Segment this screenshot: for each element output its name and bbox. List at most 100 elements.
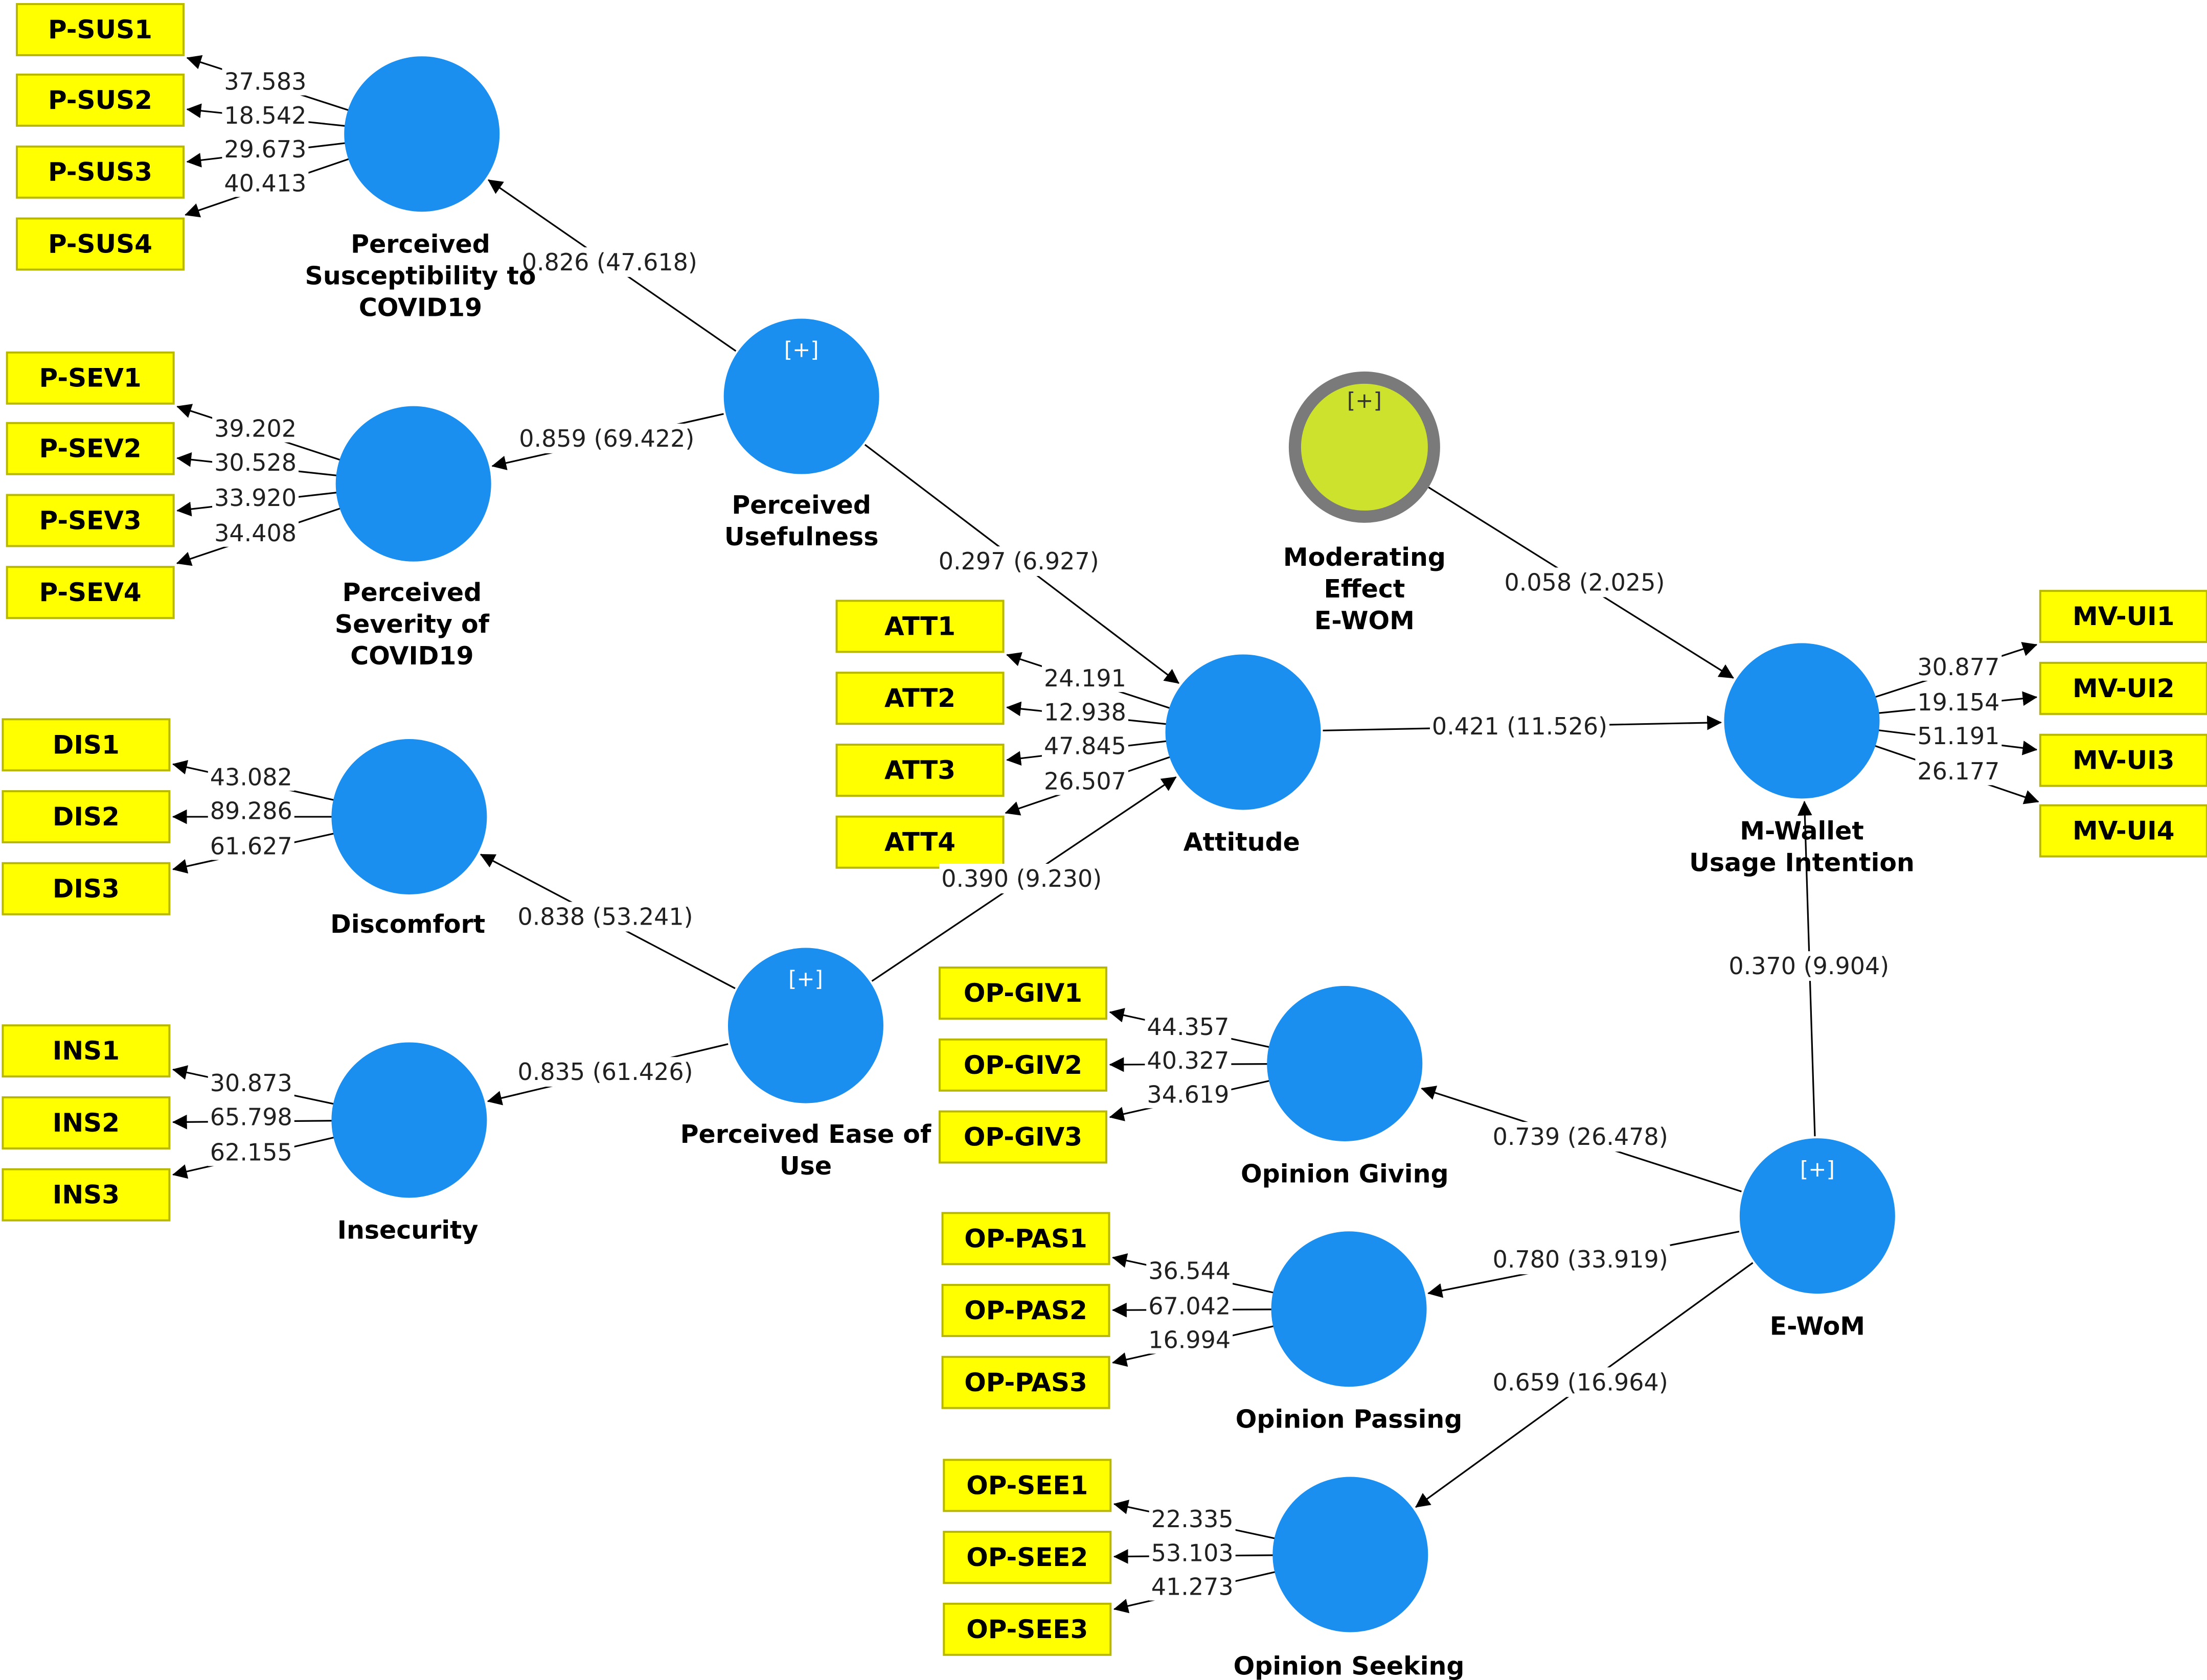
construct-label: Opinion Seeking xyxy=(1234,1652,1465,1680)
path-coefficient-label: 0.297 (6.927) xyxy=(939,547,1099,575)
indicator-box-att2[interactable] xyxy=(835,672,1005,725)
construct-circle-mwui[interactable] xyxy=(1724,643,1880,799)
loading-value-label: 30.877 xyxy=(1917,653,1999,681)
loading-label-bg xyxy=(222,101,309,129)
construct-label: Usefulness xyxy=(724,522,879,551)
indicator-box-p-sev3[interactable] xyxy=(6,494,175,547)
indicator-label: ATT4 xyxy=(884,827,955,857)
construct-label: Perceived xyxy=(343,578,482,607)
construct-circle-peou[interactable] xyxy=(727,948,883,1103)
indicator-box-op-giv3[interactable] xyxy=(939,1110,1107,1164)
expand-icon[interactable]: [+] xyxy=(1800,1157,1835,1182)
loading-value-label: 41.273 xyxy=(1151,1573,1234,1601)
indicator-label: P-SUS1 xyxy=(48,15,152,44)
indicator-label: DIS2 xyxy=(53,802,120,832)
indicator-box-att4[interactable] xyxy=(835,815,1005,869)
indicator-box-op-pas3[interactable] xyxy=(941,1355,1110,1409)
expand-icon[interactable]: [+] xyxy=(1347,388,1382,413)
indicator-box-op-see3[interactable] xyxy=(943,1602,1112,1656)
construct-circle-ins[interactable] xyxy=(331,1042,487,1198)
indicator-box-op-pas2[interactable] xyxy=(941,1284,1110,1338)
indicator-box-dis2[interactable] xyxy=(2,790,171,844)
loading-label-bg xyxy=(222,169,309,197)
construct-label: Susceptibility to xyxy=(305,261,536,290)
construct-label: COVID19 xyxy=(359,293,482,322)
construct-circle-opsee[interactable] xyxy=(1272,1477,1428,1632)
construct-circle-oppas[interactable] xyxy=(1271,1231,1427,1387)
indicator-box-p-sus3[interactable] xyxy=(15,145,185,199)
loading-value-label: 47.845 xyxy=(1044,732,1126,760)
loading-label-bg xyxy=(1041,664,1128,693)
indicator-box-op-giv2[interactable] xyxy=(939,1038,1107,1092)
indicator-box-op-see1[interactable] xyxy=(943,1459,1112,1512)
construct-label: Usage Intention xyxy=(1689,848,1915,878)
path-coefficient-label: 0.859 (69.422) xyxy=(519,425,694,452)
construct-circle-psus[interactable] xyxy=(344,56,500,212)
indicator-label: ATT1 xyxy=(884,611,955,641)
loading-value-label: 61.627 xyxy=(210,833,292,860)
construct-label: Discomfort xyxy=(330,910,485,939)
loading-label-bg xyxy=(208,797,294,825)
expand-icon[interactable]: [+] xyxy=(788,966,823,991)
indicator-box-op-giv1[interactable] xyxy=(939,966,1107,1020)
loading-label-bg xyxy=(1041,767,1128,795)
indicator-box-p-sev4[interactable] xyxy=(6,566,175,619)
path-coefficient-label: 0.659 (16.964) xyxy=(1493,1368,1668,1396)
loading-label-bg xyxy=(212,484,299,512)
construct-circle-opgiv[interactable] xyxy=(1267,986,1423,1142)
path-label-bg xyxy=(1429,711,1610,741)
construct-circle-pu[interactable] xyxy=(723,318,879,474)
loading-value-label: 12.938 xyxy=(1044,698,1126,726)
loading-label-bg xyxy=(222,135,309,164)
indicator-box-att3[interactable] xyxy=(835,743,1005,797)
construct-circle-psev[interactable] xyxy=(335,406,491,562)
indicator-box-dis3[interactable] xyxy=(2,862,171,915)
indicator-box-p-sus2[interactable] xyxy=(15,73,185,127)
indicator-label: INS3 xyxy=(53,1180,120,1210)
loading-value-label: 34.408 xyxy=(214,519,297,547)
expand-icon[interactable]: [+] xyxy=(784,337,819,362)
indicator-box-p-sus1[interactable] xyxy=(15,3,185,56)
indicator-box-p-sev1[interactable] xyxy=(6,351,175,405)
labels-layer: 0.826 (47.618)0.859 (69.422)0.297 (6.927… xyxy=(208,67,2002,1680)
construct-label: Moderating xyxy=(1283,543,1446,572)
loading-value-label: 40.413 xyxy=(224,169,306,197)
indicator-box-mv-ui3[interactable] xyxy=(2039,733,2207,787)
construct-circle-ewom[interactable] xyxy=(1739,1138,1895,1294)
indicator-label: OP-GIV1 xyxy=(964,978,1082,1008)
loading-value-label: 39.202 xyxy=(214,415,297,443)
path-label-bg xyxy=(1726,951,1892,981)
loading-value-label: 40.327 xyxy=(1147,1047,1229,1074)
indicator-box-att1[interactable] xyxy=(835,600,1005,653)
indicator-box-dis1[interactable] xyxy=(2,718,171,772)
indicator-box-p-sev2[interactable] xyxy=(6,422,175,475)
construct-circle-att[interactable] xyxy=(1165,654,1321,810)
loading-value-label: 33.920 xyxy=(214,484,297,512)
indicator-box-mv-ui2[interactable] xyxy=(2039,661,2207,715)
indicator-box-ins3[interactable] xyxy=(2,1168,171,1222)
indicator-box-op-see2[interactable] xyxy=(943,1531,1112,1584)
indicator-box-ins1[interactable] xyxy=(2,1024,171,1078)
indicator-box-mv-ui1[interactable] xyxy=(2039,590,2207,643)
loading-label-bg xyxy=(212,448,299,476)
loading-value-label: 22.335 xyxy=(1151,1505,1234,1533)
indicator-label: OP-PAS3 xyxy=(964,1368,1087,1397)
path-label-bg xyxy=(1502,567,1667,597)
indicator-box-ins2[interactable] xyxy=(2,1096,171,1149)
loading-value-label: 29.673 xyxy=(224,135,306,163)
construct-circle-moderating-effect[interactable] xyxy=(1288,371,1440,523)
loading-value-label: 19.154 xyxy=(1917,688,1999,716)
path-label-bg xyxy=(515,1057,695,1087)
loading-label-bg xyxy=(1149,1573,1236,1601)
loading-label-bg xyxy=(208,832,294,860)
indicator-box-p-sus4[interactable] xyxy=(15,217,185,271)
loading-label-bg xyxy=(212,519,299,547)
path-label-bg xyxy=(517,423,697,453)
loading-label-bg xyxy=(1915,653,2002,681)
construct-circle-dis[interactable] xyxy=(331,739,487,895)
path-coefficient-label: 0.058 (2.025) xyxy=(1505,568,1665,596)
loading-value-label: 30.528 xyxy=(214,449,297,476)
indicator-box-op-pas1[interactable] xyxy=(941,1212,1110,1265)
loading-value-label: 53.103 xyxy=(1151,1539,1234,1567)
loading-label-bg xyxy=(1915,722,2002,750)
